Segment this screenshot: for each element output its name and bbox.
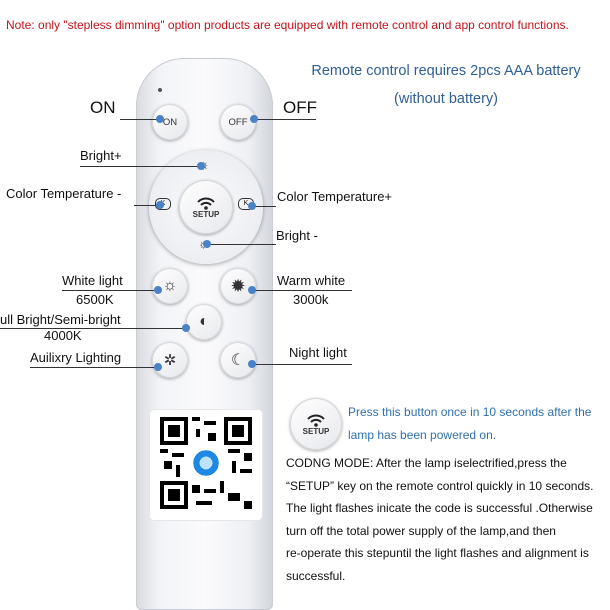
battery-line-2: (without battery) xyxy=(394,91,498,107)
label-auxiliary: Auilixry Lighting xyxy=(30,350,122,365)
label-bright-plus: Bright+ xyxy=(80,148,122,163)
setup-button[interactable]: SETUP xyxy=(179,180,233,234)
label-full-bright: ull Bright/Semi-bright xyxy=(0,312,121,327)
qr-pattern xyxy=(160,417,252,509)
color-temp-minus-line xyxy=(134,205,159,206)
coding-line: successful. xyxy=(286,568,346,583)
color-temp-plus-dot xyxy=(248,202,256,210)
coding-line: CODNG MODE: After the lamp iselectrified… xyxy=(286,456,567,470)
label-warm-white-k: 3000k xyxy=(293,292,329,307)
full-bright-dot xyxy=(182,324,190,332)
press-instruction: Press this button once in 10 seconds aft… xyxy=(348,401,610,447)
warm-white-line xyxy=(252,290,352,291)
bright-minus-line xyxy=(208,244,276,245)
on-pointer-line xyxy=(120,119,160,120)
night-light-dot xyxy=(248,360,256,368)
white-light-dot xyxy=(154,286,162,294)
label-full-bright-k: 4000K xyxy=(44,328,82,343)
on-pointer-dot xyxy=(156,115,164,123)
label-color-temp-minus: Color Temperature - xyxy=(6,186,122,201)
label-bright-minus: Bright - xyxy=(276,228,318,243)
note-text: Note: only "stepless dimming" option pro… xyxy=(6,18,569,32)
coding-line: re-operate this stepuntil the light flas… xyxy=(286,546,589,560)
off-pointer-line xyxy=(252,119,316,120)
label-night-light: Night light xyxy=(289,345,347,360)
color-temp-plus-line xyxy=(252,206,276,207)
press-line-1: Press this button once in 10 seconds aft… xyxy=(348,405,592,419)
wifi-icon xyxy=(307,414,325,427)
auxiliary-dot xyxy=(154,363,162,371)
label-off: OFF xyxy=(283,98,317,117)
bright-plus-dot xyxy=(197,162,205,170)
warm-white-dot xyxy=(248,286,256,294)
label-white-light-k: 6500K xyxy=(76,292,114,307)
bright-minus-dot xyxy=(203,240,211,248)
battery-line-1: Remote control requires 2pcs AAA battery xyxy=(311,63,581,79)
auxiliary-line xyxy=(30,367,158,368)
press-line-2: lamp has been powered on. xyxy=(348,428,497,442)
qr-code xyxy=(160,417,252,509)
label-white-light: White light xyxy=(62,273,123,288)
full-bright-line xyxy=(0,328,186,329)
auxiliary-light-button[interactable]: ✲ xyxy=(152,342,188,378)
coding-line: turn off the total power supply of the l… xyxy=(286,523,556,538)
coding-line: The light flashes inicate the code is su… xyxy=(286,501,593,515)
night-light-line xyxy=(252,364,352,365)
coding-line: “SETUP” key on the remote control quickl… xyxy=(286,478,594,493)
wifi-icon xyxy=(197,197,215,210)
white-light-line xyxy=(62,290,158,291)
full-bright-button[interactable]: ◐ xyxy=(186,304,222,340)
coding-mode-text: CODNG MODE: After the lamp iselectrified… xyxy=(286,452,610,587)
off-button[interactable]: OFF xyxy=(220,104,256,140)
ir-indicator xyxy=(158,88,162,92)
label-warm-white: Warm white xyxy=(277,273,346,288)
label-color-temp-plus: Color Temperature+ xyxy=(277,189,393,204)
battery-info: Remote control requires 2pcs AAA battery… xyxy=(296,57,596,113)
label-on: ON xyxy=(90,98,116,117)
off-pointer-dot xyxy=(250,115,258,123)
setup-illustration: SETUP xyxy=(290,398,342,450)
color-temp-minus-dot xyxy=(156,201,164,209)
bright-plus-line-h xyxy=(80,166,200,167)
